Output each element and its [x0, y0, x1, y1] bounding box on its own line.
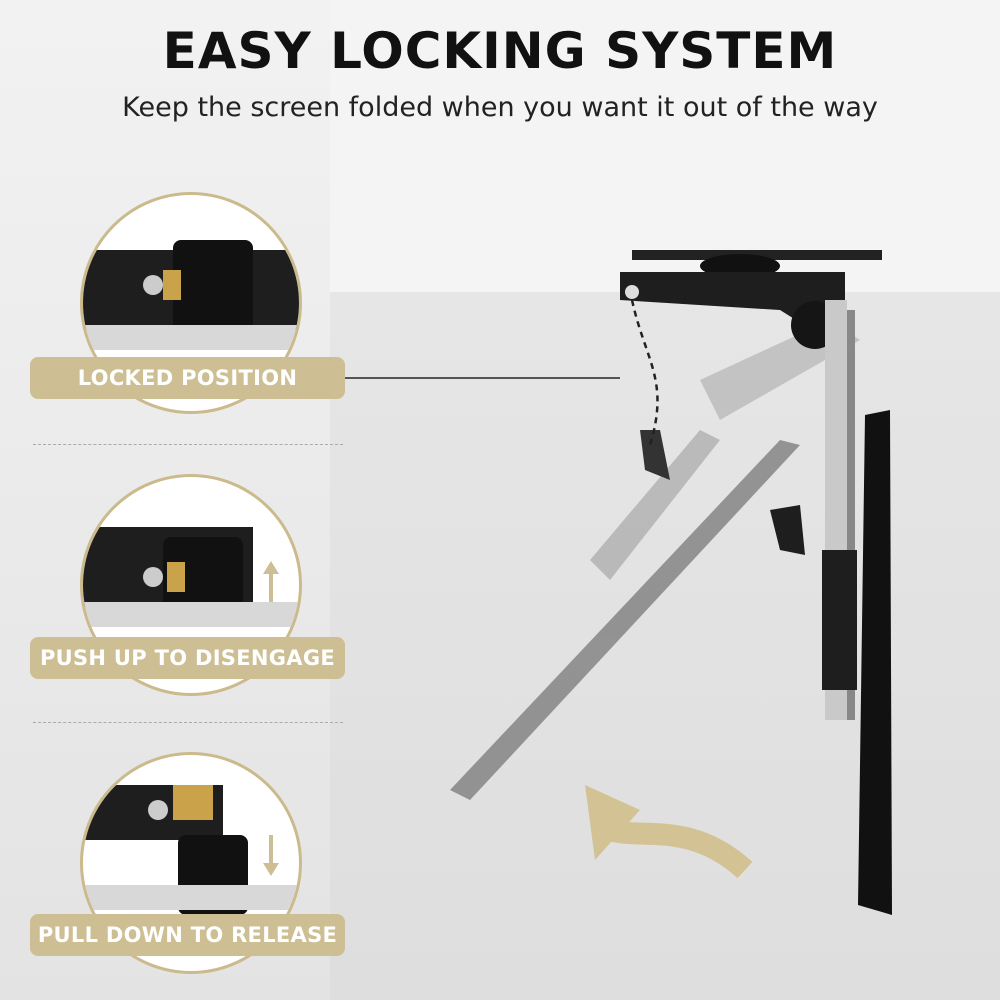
connector-line [345, 377, 620, 379]
tv-screen [858, 410, 892, 915]
ceiling-plate [632, 250, 882, 260]
divider [33, 722, 343, 723]
tv-ghost-tilted [450, 320, 860, 800]
divider [33, 444, 343, 445]
step-label-locked: LOCKED POSITION [30, 357, 345, 399]
page-title: EASY LOCKING SYSTEM [162, 22, 838, 80]
up-arrow-icon [263, 561, 279, 602]
step-label-release: PULL DOWN TO RELEASE [30, 914, 345, 956]
down-arrow-icon [263, 835, 279, 876]
latch-path-dashed [630, 299, 659, 446]
step-label-disengage: PUSH UP TO DISENGAGE [30, 637, 345, 679]
page-subtitle: Keep the screen folded when you want it … [122, 92, 878, 123]
fold-arrow-icon [606, 819, 753, 879]
mount-bracket [620, 272, 845, 335]
